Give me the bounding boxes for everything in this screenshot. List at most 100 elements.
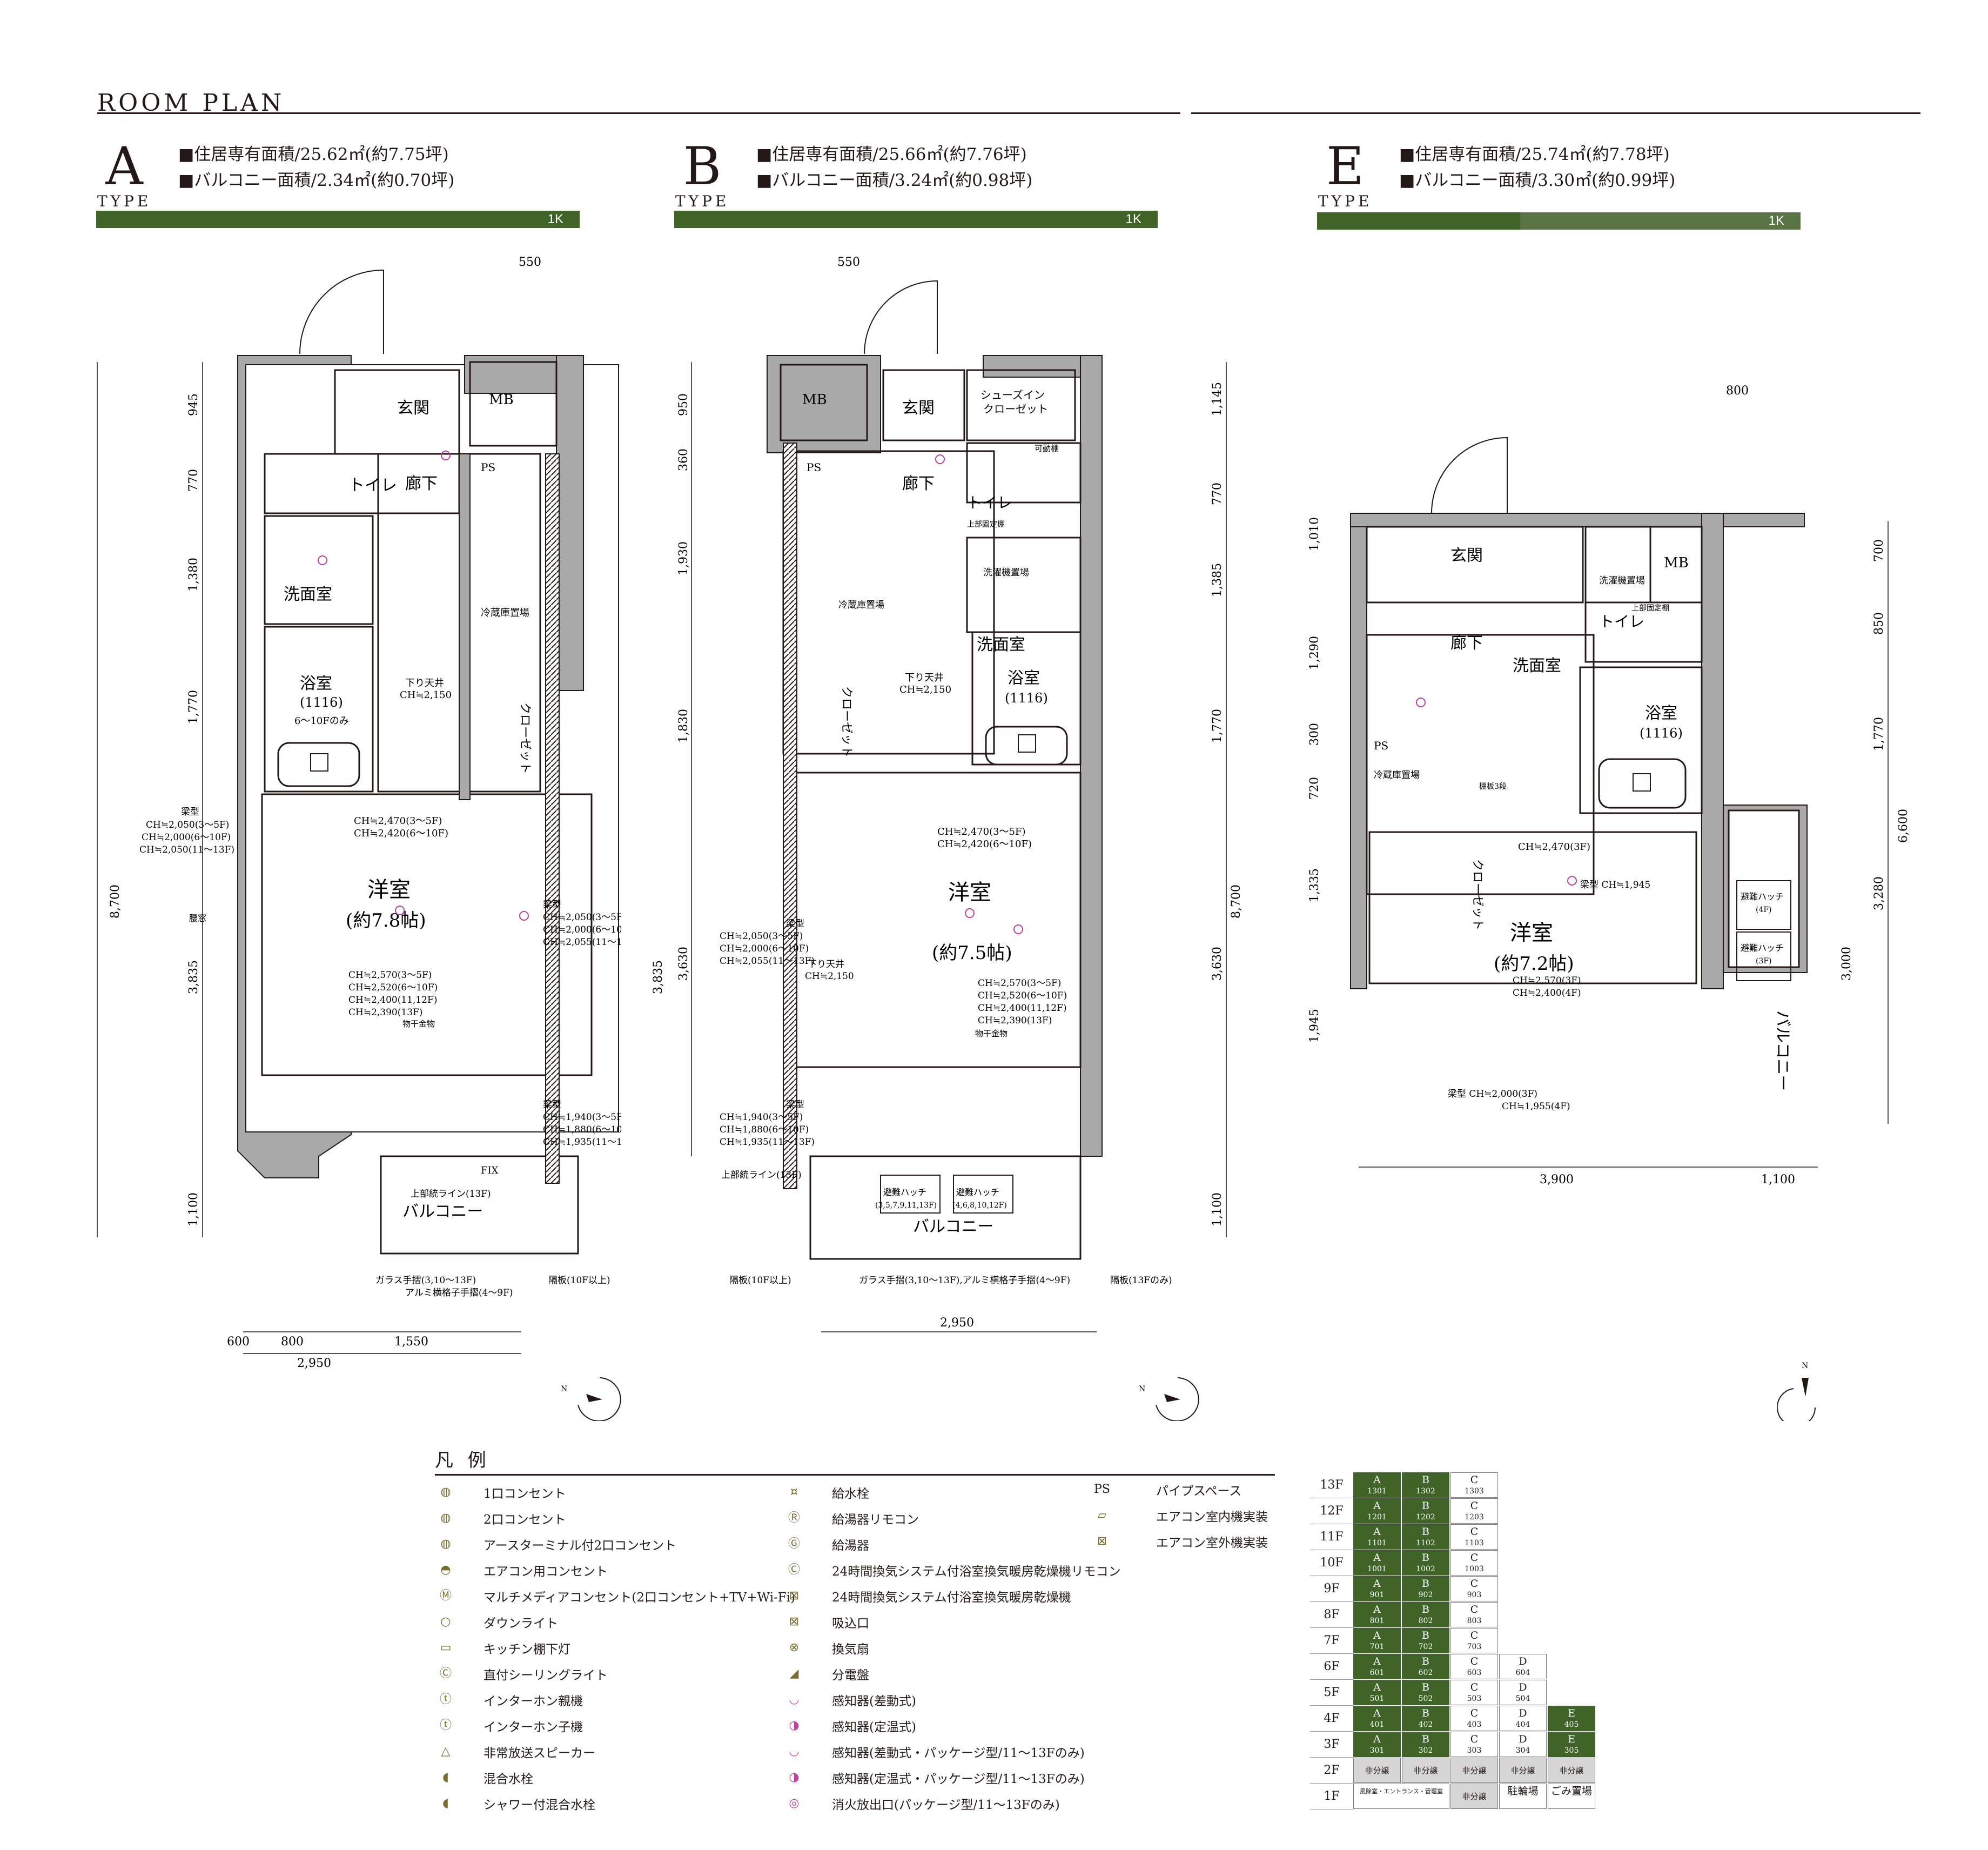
e-hall-area (1366, 634, 1595, 895)
a-label-room-ch4: CH≒2,390(13F) (348, 1007, 422, 1018)
a-beam-left-3: CH≒2,000(6〜10F) (142, 832, 231, 843)
unit-type: 非分譲 (1413, 1766, 1438, 1775)
b-label-room-ch1: CH≒2,570(3〜5F) (978, 978, 1061, 989)
unit-number: 403 (1467, 1720, 1482, 1729)
type-a-layout-bar: 1K (96, 211, 580, 228)
a-balcony (380, 1155, 579, 1255)
a-detector-2 (318, 555, 327, 565)
unit-type: C (1470, 1707, 1479, 1719)
type-b-layout-bar: 1K (674, 211, 1158, 228)
floor-label: 12F (1310, 1498, 1353, 1524)
downlight-icon: ○ (440, 1615, 451, 1628)
bath-dryer-icon: ⊠ (789, 1589, 800, 1603)
a-label-mb: MB (489, 392, 514, 408)
unit-number: 901 (1369, 1591, 1385, 1599)
b-wall-right (1080, 355, 1103, 1157)
aircon-indoor-icon: ▱ (1097, 1509, 1107, 1522)
unit-type: E (1568, 1733, 1575, 1745)
a-label-hall: 廊下 (405, 474, 438, 493)
a-detector-4 (519, 911, 529, 921)
unit-type: A (1373, 1526, 1381, 1538)
a-beam-left-4: CH≒2,050(11〜13F) (139, 844, 234, 855)
b-label-toilet: トイレ (967, 494, 1012, 512)
b-beam-left-1: 梁型 (786, 919, 804, 929)
b-label-shoe-1: シューズイン (980, 388, 1045, 401)
unit-type: A (1373, 1655, 1381, 1667)
unit-type: D (1519, 1733, 1527, 1745)
b-label-hatch1: 避難ハッチ (883, 1187, 926, 1197)
a-label-drop-ceiling-ch: CH≒2,150 (400, 689, 452, 701)
e-dim-top: 800 (1726, 384, 1749, 398)
legend-item: ◑感知器(定温式) (783, 1717, 916, 1735)
b-beam-left-2: CH≒2,050(3〜5F) (720, 931, 803, 942)
type-b-area-balcony: ■バルコニー面積/3.24㎡(約0.98坪) (756, 171, 1033, 190)
e-wall-top (1350, 513, 1805, 527)
a-label-beam-ch1: CH≒2,470(3〜5F) (354, 815, 442, 827)
legend-item: △非常放送スピーカー (435, 1742, 595, 1761)
a-dim-left-2: 770 (187, 469, 200, 492)
unit-type: C (1470, 1604, 1479, 1616)
a-dim-bottom-2: 800 (281, 1335, 304, 1349)
a-front-door (299, 269, 384, 354)
e-dim-right-1: 700 (1872, 539, 1886, 562)
type-e-plan-svg: 玄関 MB 洗濯機置場 上部固定棚 トイレ 廊下 洗面室 浴室 (1116) P… (1308, 384, 1910, 1187)
b-label-fridge: 冷蔵庫置場 (838, 600, 884, 611)
ps-icon: PS (1094, 1483, 1110, 1496)
legend-item-label: 消火放出口(パッケージ型/11〜13Fのみ) (832, 1798, 1060, 1812)
a-label-room-ch2: CH≒2,520(6〜10F) (348, 982, 438, 993)
unit-type: A (1373, 1733, 1381, 1745)
b-hall-area (782, 450, 995, 755)
a-beam-b-3: CH≒1,880(6〜10F) (543, 1124, 621, 1135)
e-dim-bottom-2: 1,100 (1761, 1173, 1795, 1187)
b-beam-b-3: CH≒1,880(6〜10F) (720, 1124, 809, 1135)
legend-item-label: エアコン用コンセント (483, 1565, 608, 1579)
e-balcony (1728, 809, 1800, 968)
legend-rule (435, 1474, 1275, 1476)
type-b-letter: B (683, 136, 722, 197)
fan-icon: ⊗ (789, 1641, 800, 1654)
floor-label: 9F (1310, 1576, 1353, 1602)
e-dim-right-5: 3,000 (1840, 947, 1853, 981)
b-party-wall (783, 443, 797, 1189)
e-label-wash: 洗面室 (1513, 656, 1561, 675)
north-arrow-b: N (1134, 1367, 1199, 1423)
b-label-entrance: 玄関 (902, 399, 935, 418)
unit-type: C (1470, 1681, 1479, 1693)
type-b-areas: ■住居専有面積/25.66㎡(約7.76坪) ■バルコニー面積/3.24㎡(約0… (756, 142, 1032, 193)
title-rule-left (97, 112, 1180, 114)
unit-cell: 非分譲 (1548, 1758, 1595, 1783)
b-label-mb: MB (802, 392, 827, 408)
e-label-beam-b1: 梁型 CH≒2,000(3F) (1448, 1089, 1537, 1100)
unit-number: 303 (1467, 1746, 1482, 1755)
b-bathtub (985, 726, 1068, 766)
legend-title: 凡 例 (435, 1450, 491, 1471)
unit-type: B (1422, 1681, 1429, 1693)
b-label-drop-ceiling-ch: CH≒2,150 (899, 684, 951, 695)
kitchen-light-icon: ▭ (440, 1641, 452, 1654)
a-beam-right-1: 梁型 (543, 900, 561, 910)
type-a-letter: A (105, 136, 143, 197)
unit-number: 304 (1515, 1746, 1530, 1755)
unit-type: A (1373, 1681, 1381, 1693)
floor-label: 8F (1310, 1602, 1353, 1628)
unit-type: C (1470, 1500, 1479, 1512)
a-western-room (261, 793, 593, 1076)
legend-item-label: シャワー付混合水栓 (483, 1798, 595, 1812)
b-label-bath-size: (1116) (1005, 691, 1048, 706)
unit-number: 1001 (1367, 1565, 1387, 1573)
